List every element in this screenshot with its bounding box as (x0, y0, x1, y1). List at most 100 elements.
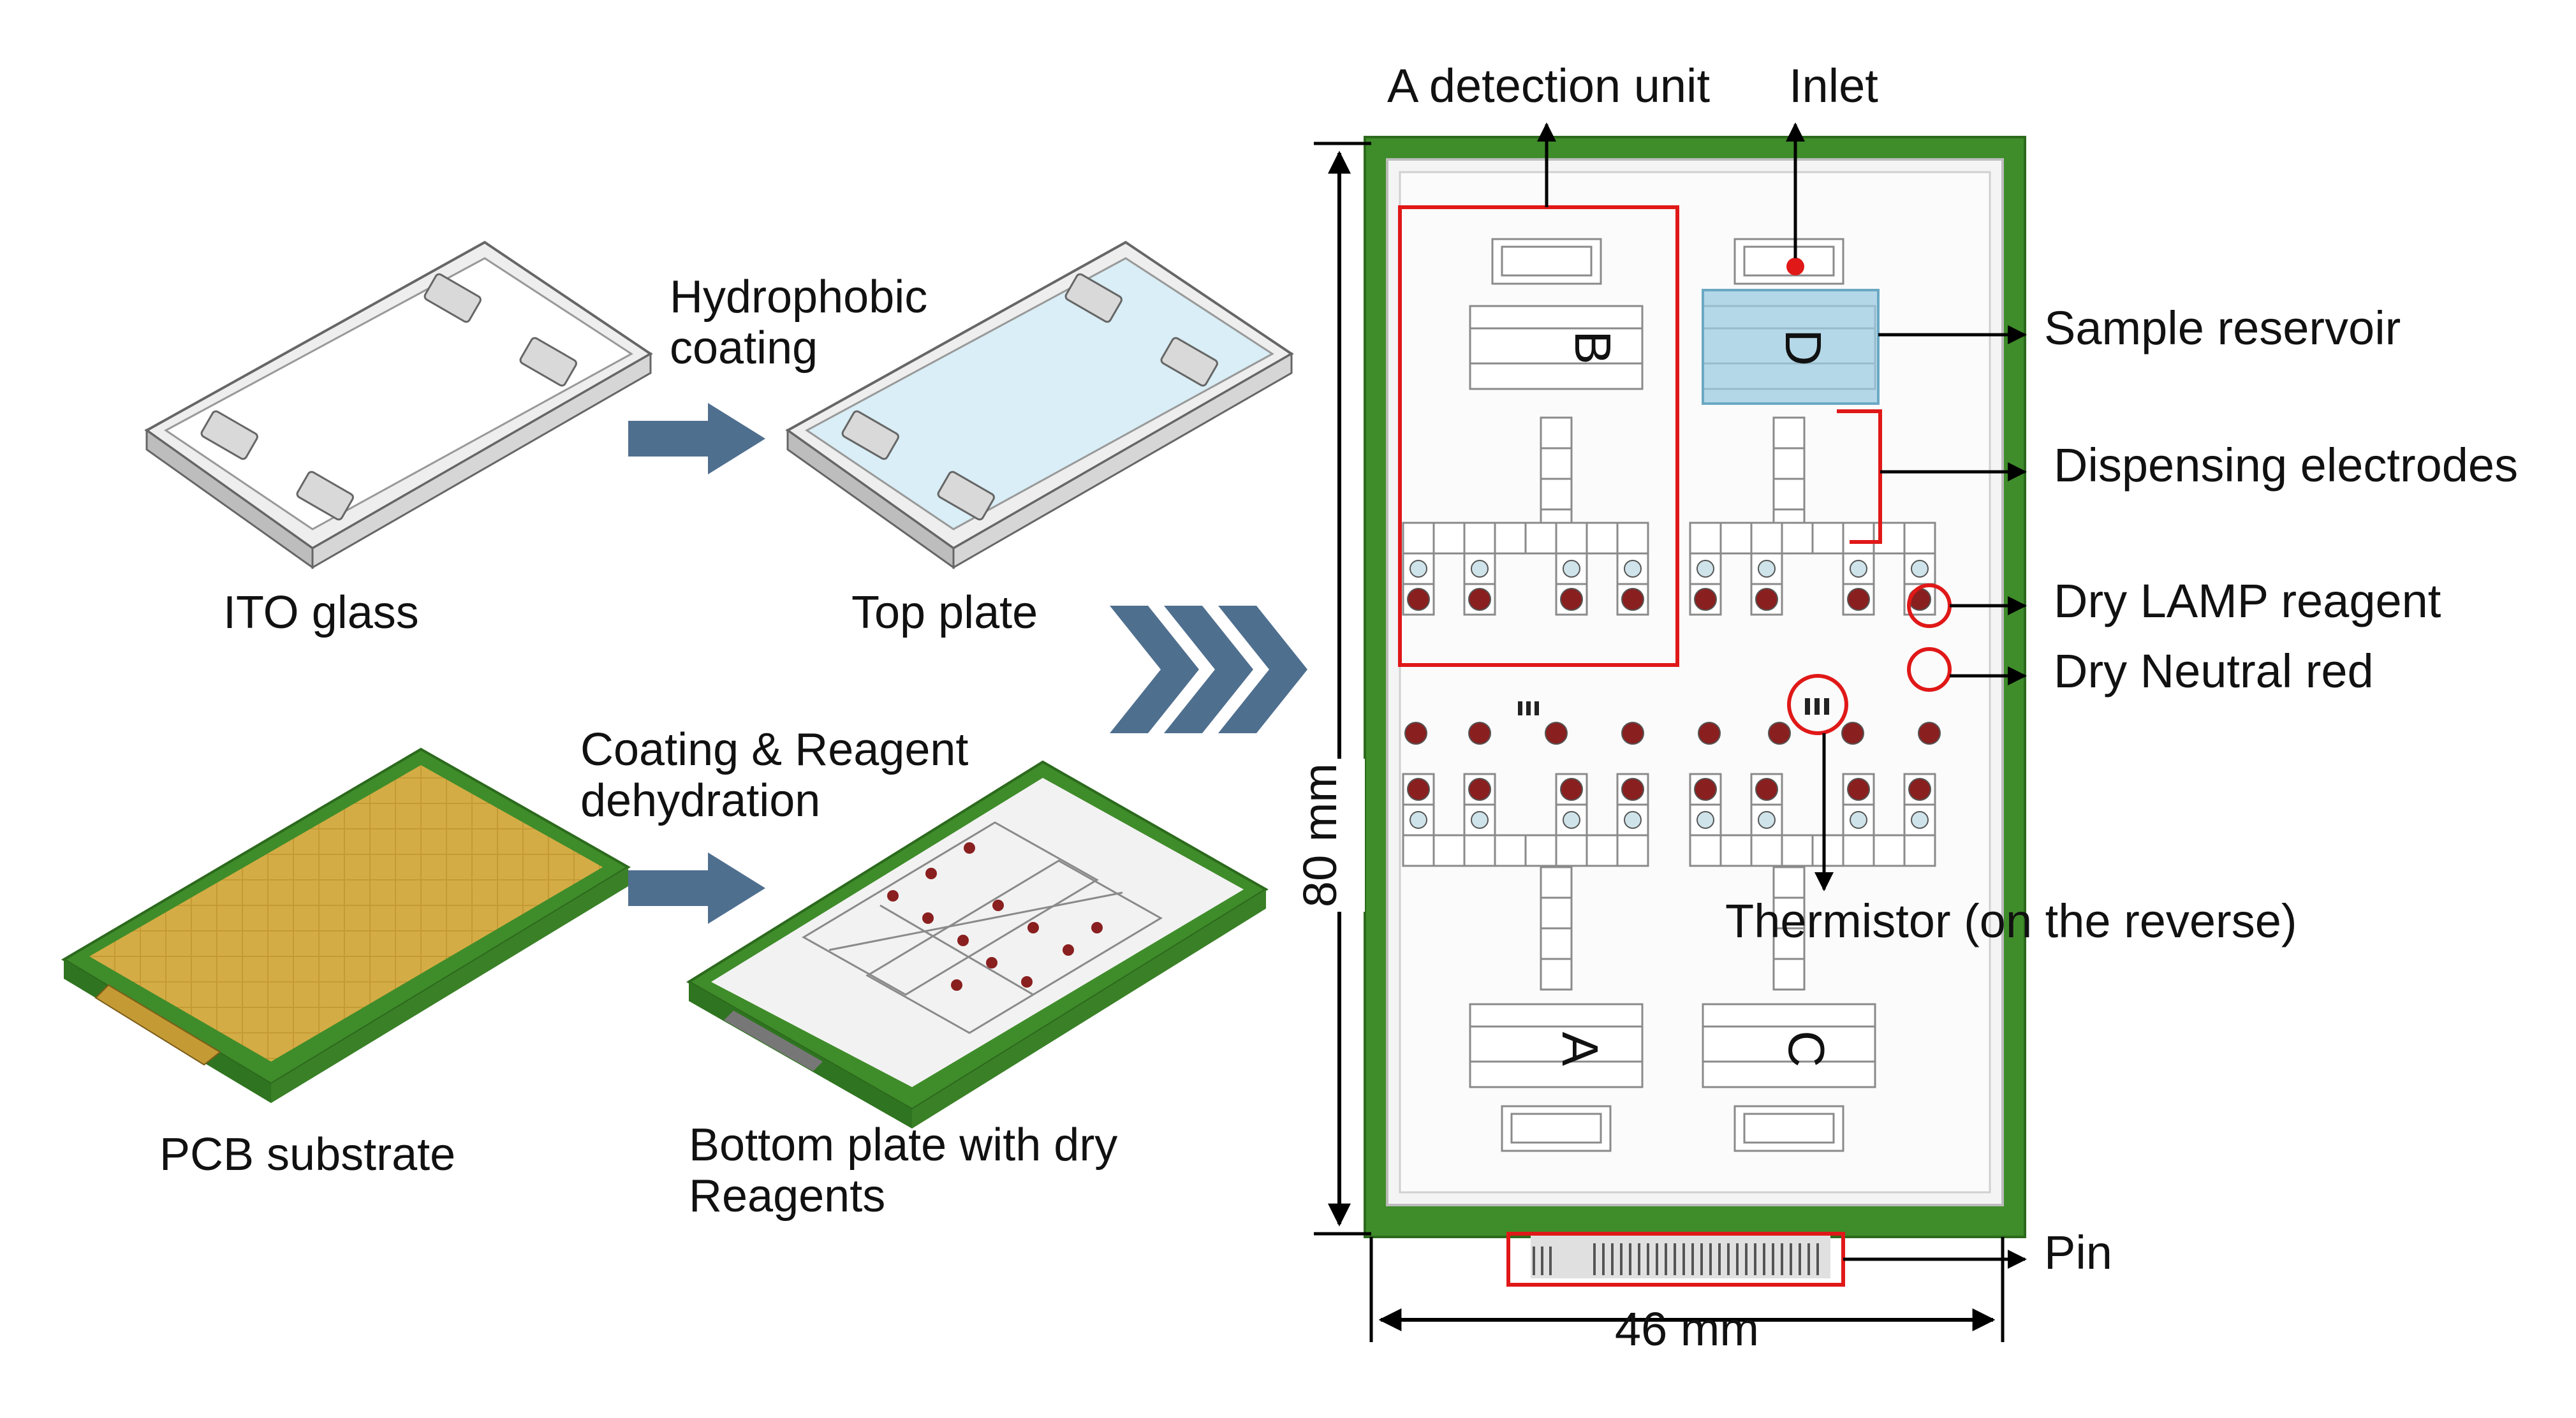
electrode-pad (1540, 958, 1573, 991)
electrode-pad (1555, 834, 1588, 867)
electrode-pad (1903, 552, 1936, 585)
dispensing-bracket (1837, 409, 1882, 544)
width-dimension (1369, 1237, 2005, 1342)
neutral-red-spot (1621, 778, 1644, 801)
coating-reagent-label-line2: dehydration (580, 775, 820, 826)
electrode-pad (1842, 522, 1875, 555)
lamp-reagent-spot (1624, 811, 1642, 829)
electrode-pad (1524, 522, 1557, 555)
bottom-plate-label-line2: Reagents (689, 1171, 885, 1222)
reservoir-cap (1510, 1113, 1602, 1144)
electrode-pad (1772, 447, 1806, 480)
dry-lamp-label: Dry LAMP reagent (2054, 574, 2441, 627)
unit-label-d-overlay: D (1775, 329, 1832, 366)
reservoir-pad (1702, 1025, 1876, 1063)
lamp-reagent-spot (1471, 811, 1489, 829)
neutral-red-spot (1560, 778, 1583, 801)
electrode-pad (1494, 834, 1527, 867)
electrode-pad (1781, 834, 1814, 867)
pin-label: Pin (2044, 1226, 2112, 1279)
reservoir-pad (1469, 1025, 1644, 1063)
lamp-reagent-spot (1409, 811, 1427, 829)
electrode-pad (1616, 522, 1649, 555)
hydrophobic-coating-label-line2: coating (670, 323, 818, 374)
sample-reservoir-highlight (1702, 289, 1880, 405)
electrode-pad (1772, 958, 1806, 991)
dispensing-electrodes-label: Dispensing electrodes (2054, 439, 2518, 492)
electrode-pad (1750, 834, 1783, 867)
thermistor-icon (1805, 698, 1829, 715)
electrode-pad (1772, 478, 1806, 511)
neutral-red-spot (1847, 588, 1870, 611)
electrode-pad (1586, 834, 1619, 867)
electrode-pad (1689, 522, 1722, 555)
neutral-red-spot (1468, 778, 1491, 801)
electrode-pad (1772, 416, 1806, 450)
lamp-reagent-spot (1696, 811, 1714, 829)
top-plate-label: Top plate (851, 587, 1038, 638)
process-arrow-top (628, 403, 765, 474)
electrode-pad (1463, 834, 1496, 867)
electrode-pad (1781, 522, 1814, 555)
lamp-reagent-spot (1758, 560, 1776, 578)
hydrophobic-coating-label-line1: Hydrophobic (670, 272, 927, 323)
electrode-pad (1903, 834, 1936, 867)
reservoir-cap (1501, 245, 1593, 277)
process-arrow-bottom (628, 852, 765, 924)
electrode-pad (1432, 522, 1466, 555)
electrode-pad (1811, 522, 1844, 555)
electrode-pad (1616, 834, 1649, 867)
lamp-reagent-spot (1911, 560, 1929, 578)
unit-label-c: C (1778, 1030, 1835, 1067)
pin-contacts (1533, 1243, 1819, 1275)
thermistor-highlight (1787, 674, 1848, 735)
electrode-pad (1463, 522, 1496, 555)
neutral-red-spot (1468, 588, 1491, 611)
electrode-pad (1540, 478, 1573, 511)
reservoir-cap (1743, 1113, 1835, 1144)
neutral-red-spot (1755, 588, 1778, 611)
electrode-pad (1432, 834, 1466, 867)
electrode-pad (1555, 522, 1588, 555)
electrode-pad (1586, 522, 1619, 555)
neutral-red-spot (1560, 588, 1583, 611)
electrode-pad (1842, 834, 1875, 867)
electrode-pad (1719, 522, 1753, 555)
detection-unit-label: A detection unit (1387, 59, 1710, 112)
ito-glass-illustration (144, 240, 653, 569)
electrode-pad (1540, 447, 1573, 480)
width-dimension-label: 46 mm (1615, 1303, 1759, 1356)
inlet-label: Inlet (1789, 59, 1878, 112)
bottom-plate-illustration (686, 760, 1269, 1129)
electrode-pad (1873, 834, 1906, 867)
electrode-pad (1719, 834, 1753, 867)
pcb-substrate-label: PCB substrate (159, 1129, 455, 1180)
lamp-reagent-spot (1850, 811, 1867, 829)
neutral-red-spot (1621, 722, 1644, 745)
neutral-red-spot (1698, 722, 1721, 745)
lamp-reagent-spot (1563, 560, 1580, 578)
neutral-red-spot (1468, 722, 1491, 745)
neutral-red-spot (1908, 778, 1931, 801)
dry-neutral-red-label: Dry Neutral red (2054, 645, 2374, 698)
electrode-pad (1689, 834, 1722, 867)
electrode-pad (1772, 866, 1806, 899)
electrode-pad (1903, 522, 1936, 555)
electrode-pad (1540, 896, 1573, 930)
unit-label-b: B (1564, 330, 1621, 364)
neutral-red-spot (1755, 778, 1778, 801)
detection-unit-highlight (1398, 205, 1679, 667)
pcb-substrate-illustration (61, 747, 631, 1103)
neutral-red-spot (1621, 588, 1644, 611)
lamp-reagent-spot (1758, 811, 1776, 829)
neutral-red-spot (1545, 722, 1568, 745)
inlet-dot (1786, 258, 1804, 275)
neutral-red-spot (1404, 722, 1427, 745)
neutral-red-spot (1768, 722, 1791, 745)
lamp-reagent-spot (1471, 560, 1489, 578)
thermistor-label: Thermistor (on the reverse) (1725, 895, 2297, 947)
top-plate-illustration (785, 240, 1294, 569)
neutral-red-spot (1847, 778, 1870, 801)
unit-label-a: A (1552, 1032, 1608, 1066)
